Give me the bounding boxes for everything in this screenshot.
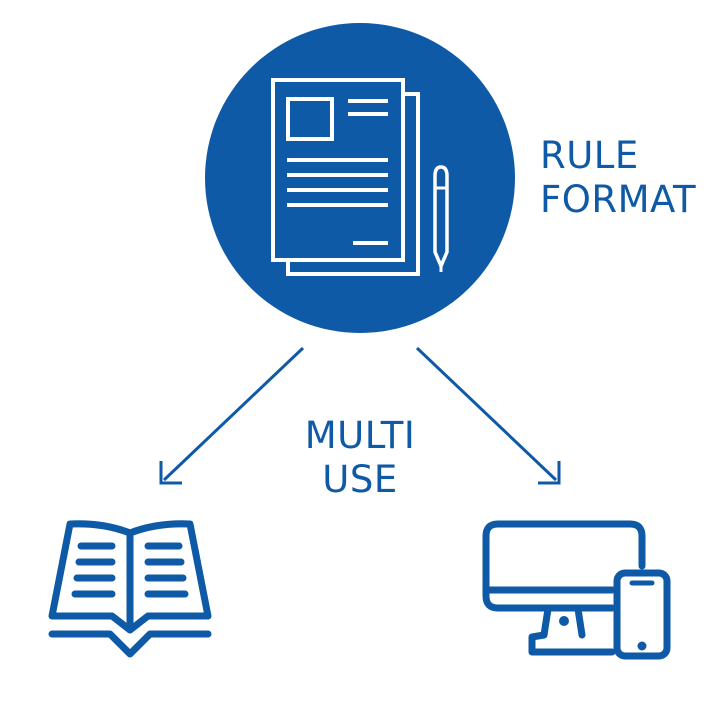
arrow-right [415, 346, 561, 485]
multi-use-label-line2: USE [322, 458, 398, 501]
rule-format-label: RULE FORMAT [540, 134, 696, 222]
multi-use-label: MULTI USE [300, 414, 420, 502]
phone-button [637, 641, 647, 651]
desktop-and-phone-icon [482, 520, 671, 660]
rule-format-label-line1: RULE [540, 134, 639, 177]
multi-use-label-line1: MULTI [304, 414, 416, 457]
monitor-dot [559, 616, 569, 626]
rule-format-node [205, 23, 515, 333]
rule-format-circle [205, 23, 515, 333]
arrow-left [159, 346, 305, 485]
document-with-pen-icon [271, 78, 449, 276]
open-book-icon [48, 520, 212, 658]
rule-format-label-line2: FORMAT [540, 178, 697, 221]
